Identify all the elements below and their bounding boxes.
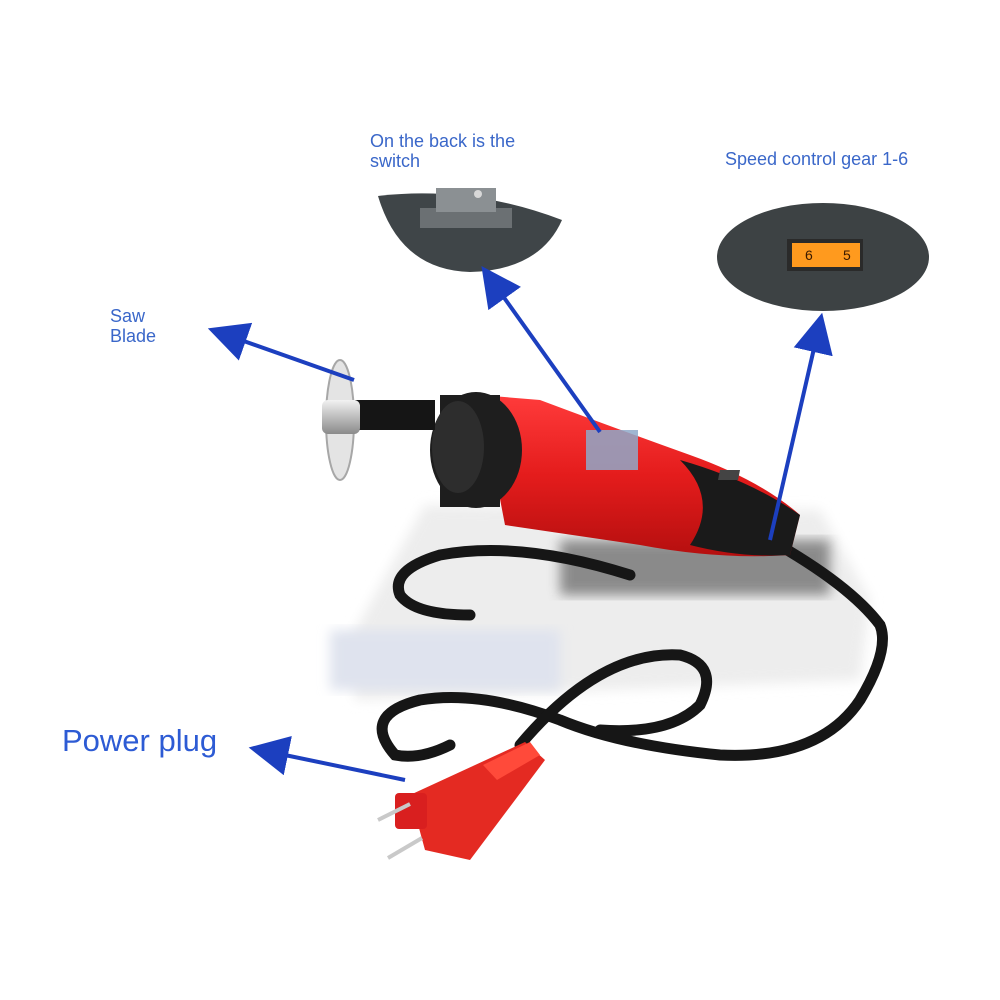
switch-indicator-icon — [474, 190, 482, 198]
speed-control-label: Speed control gear 1-6 — [725, 149, 909, 169]
rocker-switch — [436, 188, 496, 212]
power-plug-label: Power plug — [62, 723, 218, 758]
tool-label-sticker — [586, 430, 638, 470]
rotary-tool — [322, 359, 800, 557]
switch-inset — [378, 188, 562, 272]
annotation-arrows — [207, 265, 833, 782]
arrow-power-plug — [248, 736, 406, 782]
speed-digit-left: 6 — [805, 247, 813, 263]
speed-dial-window — [792, 243, 860, 267]
arrow-switch — [481, 265, 602, 434]
switch-housing — [420, 208, 512, 228]
arrow-saw-blade — [207, 322, 355, 382]
arrow-speed-control — [768, 312, 833, 541]
plug-prong-bottom — [386, 836, 424, 860]
switch-label: On the back is the switch — [370, 131, 516, 172]
plug-prong-top — [377, 802, 411, 822]
saw-blade-label: Saw Blade — [110, 306, 157, 347]
power-plug — [377, 742, 545, 860]
tool-spindle — [355, 400, 435, 430]
speed-digit-right: 5 — [843, 247, 851, 263]
speed-dial-inset: 6 5 — [717, 203, 929, 311]
power-cord — [376, 534, 888, 762]
blade-arbor — [322, 400, 360, 434]
